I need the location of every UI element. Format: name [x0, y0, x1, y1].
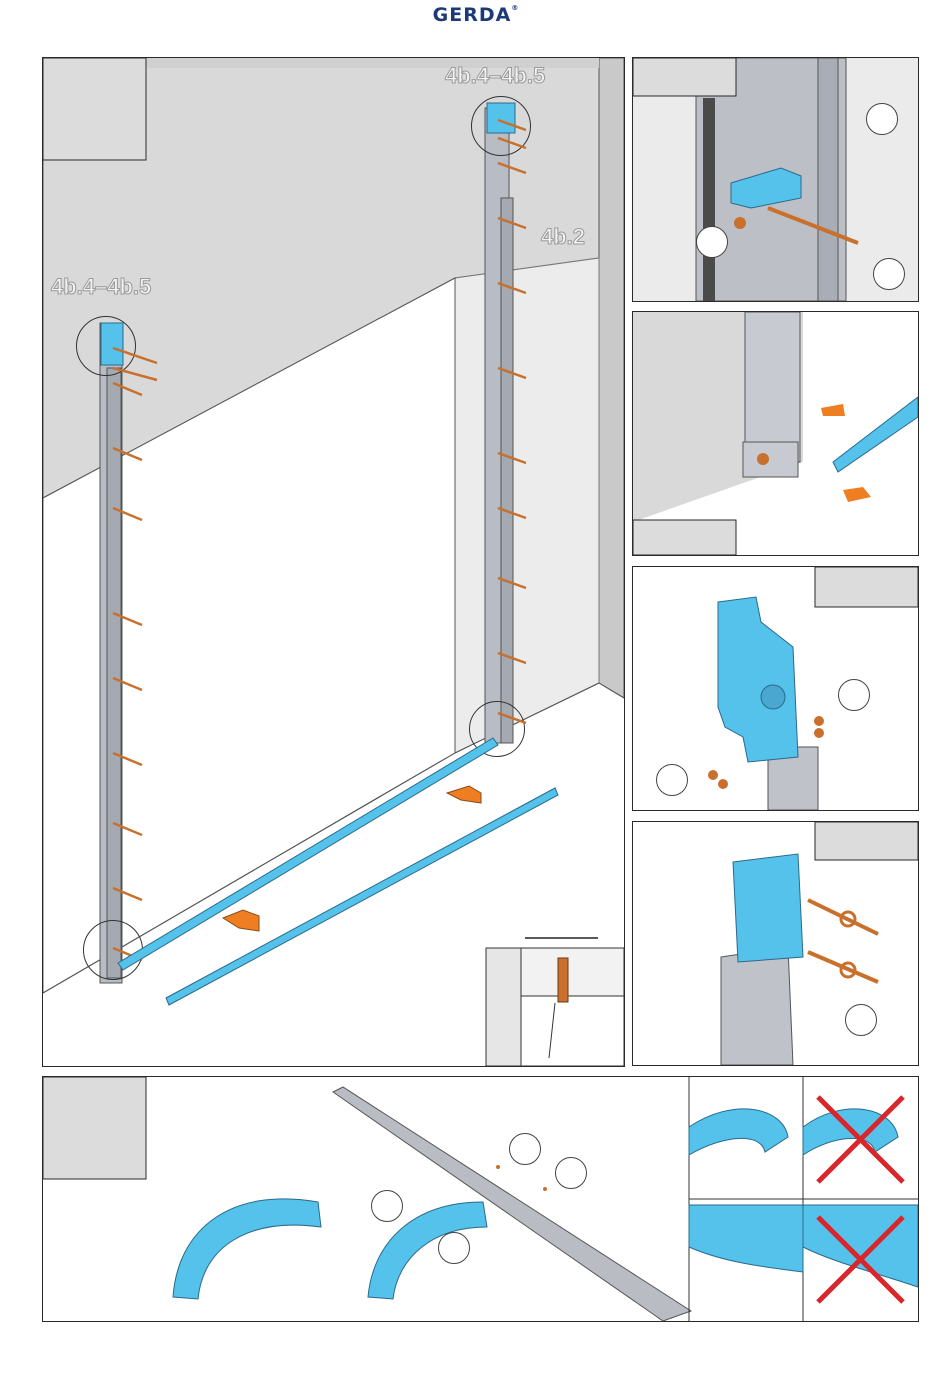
curve-illustration: [43, 1077, 918, 1321]
detail-panel-floor-connection: [632, 311, 919, 556]
callout-circle: [509, 1133, 541, 1165]
brand-logo: GERDA®: [414, 4, 538, 24]
callout-circle: [696, 226, 728, 258]
detail-circle-bottom-right: [469, 701, 525, 757]
ref-label-middle: 4b.2: [541, 224, 585, 250]
detail-panel-top-plate: [632, 566, 919, 811]
callout-circle: [656, 764, 688, 796]
callout-circle: [838, 679, 870, 711]
floor-connection-illustration: [633, 312, 918, 555]
detail-circle-left-top: [76, 316, 136, 376]
ref-label-left: 4b.4–4b.5: [51, 274, 151, 300]
top-bolts-illustration: [633, 822, 918, 1065]
detail-panel-top-bolts: [632, 821, 919, 1066]
main-installation-panel: 4b.4–4b.5 4b.2 4b.4–4b.5: [42, 57, 625, 1067]
callout-circle: [873, 258, 905, 290]
main-illustration: [43, 58, 624, 1066]
callout-circle: [845, 1004, 877, 1036]
callout-circle: [438, 1232, 470, 1264]
detail-circle-left-bottom: [83, 920, 143, 980]
callout-circle: [866, 103, 898, 135]
ref-label-top-right: 4b.4–4b.5: [445, 63, 545, 89]
detail-circle-top-right: [471, 96, 531, 156]
detail-panel-bracket: [632, 57, 919, 302]
callout-circle: [555, 1157, 587, 1189]
callout-circle: [371, 1190, 403, 1222]
bottom-curve-panel: [42, 1076, 919, 1322]
